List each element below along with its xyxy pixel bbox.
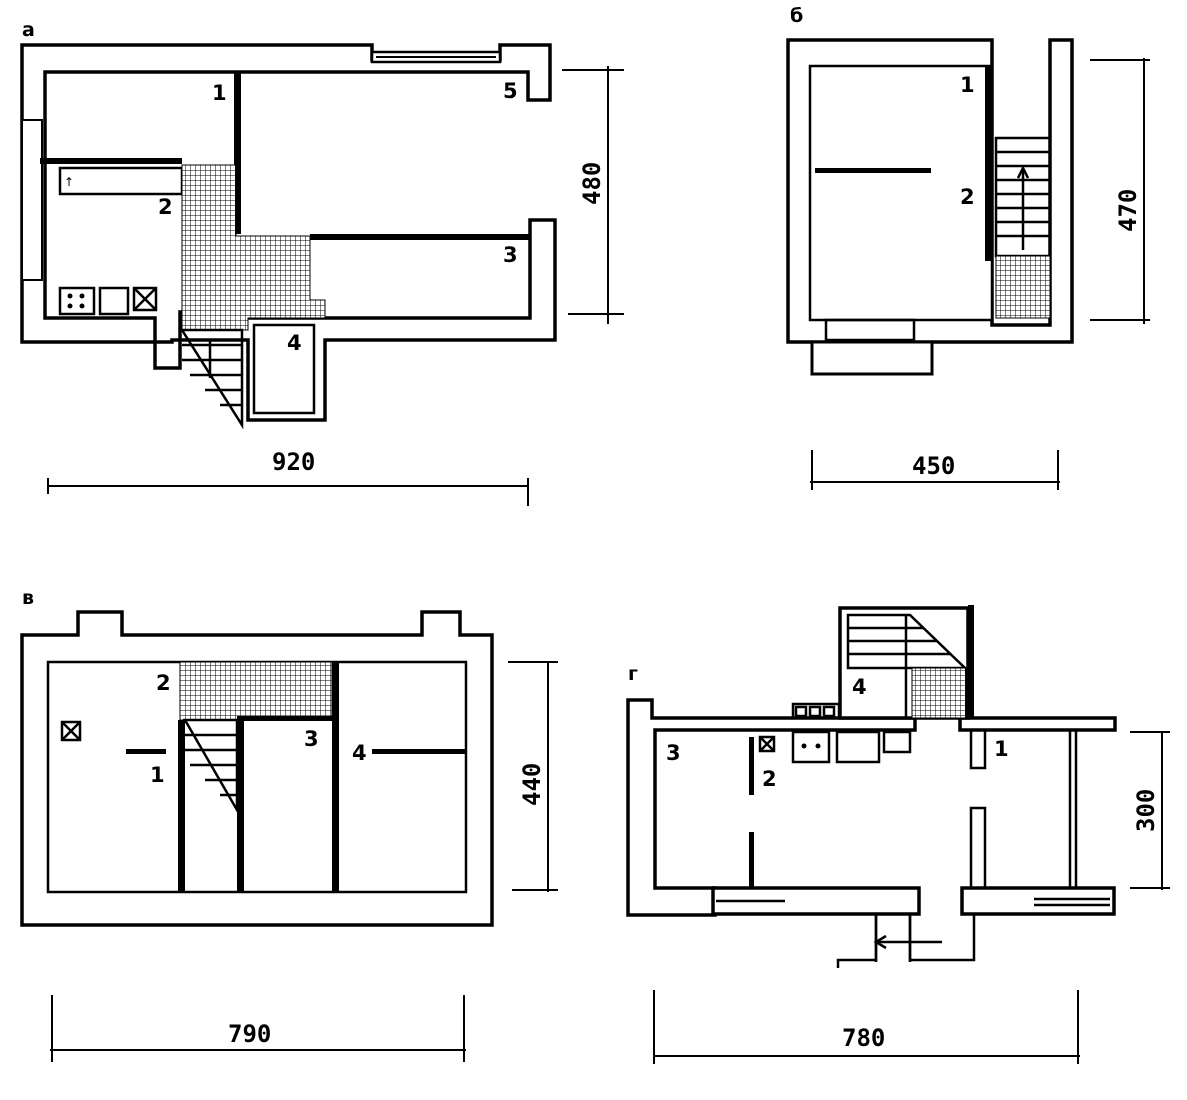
- plan-a-label-1: 1: [212, 81, 227, 105]
- plan-g: г: [626, 605, 1170, 1064]
- plan-b-width-value: 450: [912, 452, 955, 480]
- plan-a-height-value: 480: [578, 162, 606, 205]
- plan-b-label-2: 2: [960, 185, 975, 209]
- plan-a-label-3: 3: [503, 243, 518, 267]
- plan-v-partition-h: [244, 716, 332, 721]
- plan-g-stairs: [838, 605, 974, 720]
- plan-v-height-value: 440: [518, 763, 546, 806]
- plan-a-partition-kitchen: [40, 158, 182, 164]
- plan-g-height-dimension: 300: [1130, 731, 1170, 890]
- plan-g-outer-wall-left: [626, 698, 917, 917]
- plan-a-outer-wall: [20, 43, 557, 422]
- plan-g-partition-2: [749, 832, 754, 888]
- plan-a-stove: [58, 286, 96, 316]
- plan-v-partition-1: [178, 720, 185, 892]
- plan-g-height-value: 300: [1132, 789, 1160, 832]
- plan-g-stove: [791, 730, 831, 764]
- plan-v-partition-3: [332, 662, 339, 892]
- plan-a-counter-top: [58, 166, 184, 196]
- plan-g-vent-block: [791, 702, 841, 720]
- plan-a-label-2: 2: [158, 195, 173, 219]
- plan-v-label-3: 3: [304, 727, 319, 751]
- plan-g-sink: [758, 735, 776, 753]
- plan-g-partition-5: [1068, 728, 1078, 890]
- plan-v-hall: [179, 661, 333, 721]
- plan-a-letter: а: [22, 19, 35, 41]
- plan-v-height-dimension: 440: [508, 661, 558, 892]
- plan-a-counter: [98, 286, 130, 316]
- plan-v-letter: в: [22, 587, 34, 609]
- plan-g-width-value: 780: [842, 1024, 885, 1052]
- plan-b-height-value: 470: [1114, 189, 1142, 232]
- plan-a-partition-3: [310, 234, 530, 240]
- plan-g-outer-wall-right: [958, 716, 1117, 732]
- plan-a-window-left: [21, 119, 43, 281]
- plan-g-label-2: 2: [762, 767, 777, 791]
- plan-b-room: [808, 64, 994, 322]
- plan-g-wall-bottom-right: [960, 886, 1116, 916]
- plan-a-width-value: 920: [272, 448, 315, 476]
- plan-b-entry-step: [824, 318, 916, 342]
- plan-v-sink: [60, 720, 82, 742]
- plan-v-label-1: 1: [150, 763, 165, 787]
- plan-g-label-3: 3: [666, 741, 681, 765]
- plan-v-partition-2: [237, 716, 244, 892]
- plan-g-width-dimension: 780: [653, 990, 1080, 1064]
- plan-b: б 1 2 450: [786, 5, 1150, 490]
- plan-a-label-4: 4: [287, 331, 302, 355]
- svg-text:↑: ↑: [64, 175, 74, 189]
- plan-a-height-dimension: 480: [562, 66, 624, 324]
- plan-b-height-dimension: 470: [1090, 58, 1150, 324]
- plan-g-appliance: [882, 730, 912, 754]
- plan-b-letter: б: [790, 5, 803, 27]
- plan-a-width-dimension: 920: [47, 448, 529, 506]
- plan-v: в 2 1 3 4 790: [20, 587, 558, 1062]
- plan-g-partition-1: [749, 737, 754, 795]
- plan-b-stairs: [994, 136, 1052, 319]
- plan-a-hall: [181, 164, 326, 331]
- plan-g-partition-4: [969, 806, 987, 890]
- plan-a-partition-v: [234, 72, 241, 234]
- plan-a-stairs: [179, 328, 244, 430]
- plan-g-label-1: 1: [994, 737, 1009, 761]
- plan-a-room-4: [252, 323, 316, 415]
- plan-g-label-4: 4: [852, 675, 867, 699]
- plan-b-partition: [985, 66, 992, 261]
- plan-v-width-value: 790: [228, 1020, 271, 1048]
- plan-a: а ↑: [20, 19, 624, 506]
- plan-b-porch: [810, 340, 934, 376]
- plan-b-width-dimension: 450: [810, 450, 1060, 490]
- plan-a-sink: [132, 286, 158, 312]
- plan-b-partition-h: [815, 168, 931, 173]
- plan-g-entrance: [836, 914, 976, 968]
- plan-g-partition-3: [969, 728, 987, 770]
- plan-v-width-dimension: 790: [50, 995, 466, 1062]
- plan-v-stairs: [182, 718, 239, 815]
- plan-b-label-1: 1: [960, 73, 975, 97]
- plan-v-partition-right: [372, 749, 466, 754]
- plan-g-counter: [835, 730, 881, 764]
- plan-a-label-5: 5: [503, 79, 518, 103]
- plan-g-letter: г: [628, 663, 638, 685]
- plan-v-label-2: 2: [156, 671, 171, 695]
- plan-v-label-4: 4: [352, 741, 367, 765]
- plan-v-partition-left: [126, 749, 166, 754]
